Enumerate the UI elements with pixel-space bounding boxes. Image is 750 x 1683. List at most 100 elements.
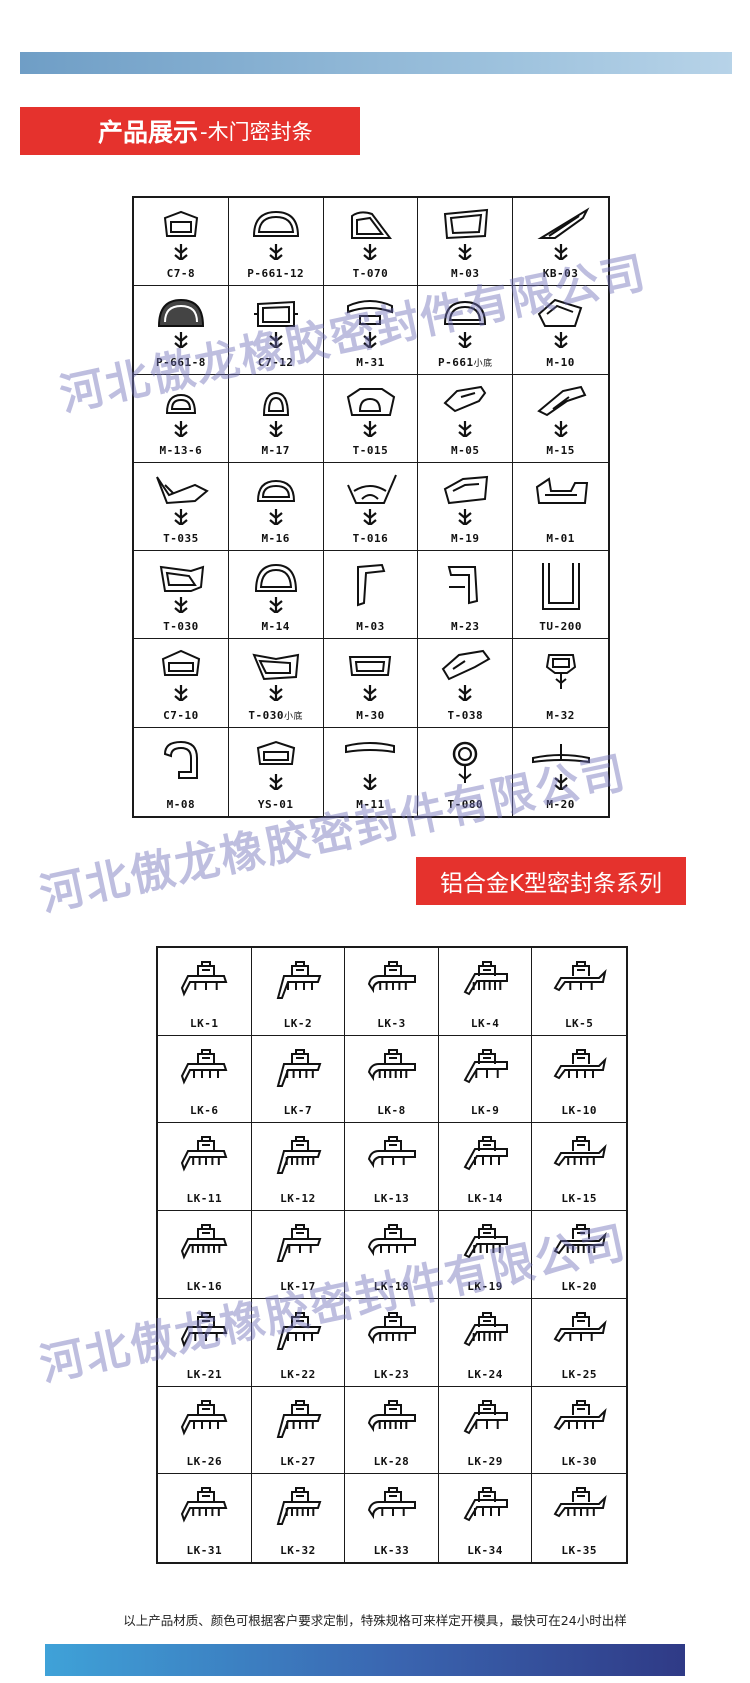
k-seal-label: LK-10 xyxy=(561,1104,597,1118)
k-seal-label: LK-1 xyxy=(190,1016,219,1030)
k-seal-cell: LK-5 xyxy=(532,948,626,1036)
wood-seal-label: M-20 xyxy=(546,797,575,811)
k-seal-cell: LK-22 xyxy=(251,1298,346,1387)
wood-seal-label: M-16 xyxy=(261,532,290,546)
wood-seal-profile-drawing xyxy=(347,387,396,437)
wood-seal-cell: M-19 xyxy=(418,462,514,552)
wood-seal-cell: M-31 xyxy=(323,286,419,375)
k-seal-label: LK-11 xyxy=(186,1192,223,1206)
k-seal-profile-drawing xyxy=(276,1311,322,1350)
k-seal-profile-drawing xyxy=(368,1136,417,1169)
k-seal-cell: LK-32 xyxy=(252,1474,346,1562)
k-seal-cell: LK-11 xyxy=(158,1123,252,1212)
k-seal-cell: LK-24 xyxy=(438,1298,533,1387)
wood-seal-label: T-035 xyxy=(163,532,199,546)
wood-seal-label: T-015 xyxy=(352,443,389,457)
k-seal-cell: LK-16 xyxy=(158,1211,252,1299)
wood-seal-profile-drawing xyxy=(159,565,205,614)
k-seal-label: LK-27 xyxy=(280,1455,316,1469)
k-seal-cell: LK-25 xyxy=(532,1299,626,1387)
k-seal-cell: LK-14 xyxy=(438,1123,533,1212)
k-seal-profile-drawing xyxy=(463,1136,509,1171)
wood-seal-profile-drawing xyxy=(535,477,588,504)
wood-seal-label: M-10 xyxy=(546,355,575,369)
bottom-decorative-bar xyxy=(45,1644,685,1676)
wood-seal-label: T-030小底 xyxy=(248,708,304,722)
wood-seal-cell: M-01 xyxy=(513,463,608,552)
wood-seal-profile-drawing xyxy=(163,740,198,779)
wood-seal-profile-drawing xyxy=(345,741,396,790)
wood-seal-cell: KB-03 xyxy=(513,198,608,287)
wood-seal-label: M-23 xyxy=(451,620,480,634)
k-seal-profile-drawing xyxy=(181,1048,228,1085)
k-seal-profile-drawing xyxy=(368,1311,417,1345)
wood-seal-label: T-030 xyxy=(163,620,199,634)
wood-seal-cell: M-03 xyxy=(418,198,514,287)
wood-seal-profile-drawing xyxy=(155,476,209,525)
k-seal-label: LK-22 xyxy=(280,1367,316,1381)
k-seal-label: LK-16 xyxy=(186,1279,223,1293)
wood-seal-profile-drawing xyxy=(252,210,299,260)
k-seal-profile-drawing xyxy=(368,1048,417,1082)
wood-seal-label: C7-12 xyxy=(257,355,294,369)
k-seal-label: LK-34 xyxy=(467,1544,503,1557)
k-seal-label: LK-31 xyxy=(186,1544,223,1557)
wood-seal-profile-drawing xyxy=(541,563,580,611)
k-seal-label: LK-6 xyxy=(190,1104,219,1118)
k-seal-cell: LK-20 xyxy=(532,1211,626,1299)
k-seal-profile-drawing xyxy=(276,1136,322,1175)
k-seal-label: LK-8 xyxy=(377,1104,406,1118)
wood-seal-cell: P-661-12 xyxy=(228,198,324,287)
wood-seal-label: TU-200 xyxy=(539,620,582,634)
k-seal-profile-drawing xyxy=(368,1487,417,1520)
wood-seal-profile-drawing xyxy=(448,566,479,605)
k-seal-label: LK-18 xyxy=(373,1279,410,1293)
wood-seal-cell: TU-200 xyxy=(513,551,608,640)
wood-seal-cell: M-13-6 xyxy=(134,374,229,463)
wood-seal-cell: M-32 xyxy=(513,639,608,728)
k-seal-label: LK-9 xyxy=(470,1104,500,1118)
wood-seal-label-note: 小底 xyxy=(284,711,304,722)
k-seal-profile-drawing xyxy=(181,1487,228,1523)
k-seal-label: LK-21 xyxy=(186,1367,223,1381)
k-seal-cell: LK-10 xyxy=(532,1036,626,1124)
k-seal-cell: LK-27 xyxy=(251,1386,346,1475)
wood-seal-label: KB-03 xyxy=(542,267,579,281)
k-seal-profile-drawing xyxy=(463,1487,509,1522)
k-seal-cell: LK-31 xyxy=(158,1474,252,1562)
wood-seal-label: M-13-6 xyxy=(159,443,203,457)
wood-seal-profile-drawing xyxy=(347,300,394,349)
k-seal-label: LK-32 xyxy=(280,1544,316,1557)
k-seal-cell: LK-21 xyxy=(158,1298,252,1387)
wood-seal-profile-drawing xyxy=(157,299,204,349)
wood-seal-cell: T-035 xyxy=(134,462,229,552)
wood-seal-cell: M-17 xyxy=(228,374,324,463)
wood-seal-label: M-19 xyxy=(451,532,480,546)
wood-seal-label: M-03 xyxy=(451,267,480,281)
wood-seal-profile-drawing xyxy=(254,564,297,614)
wood-seal-cell: M-10 xyxy=(513,286,608,375)
wood-seal-profile-drawing xyxy=(165,393,196,437)
k-seal-profile-drawing xyxy=(463,1224,509,1259)
wood-seal-label: M-08 xyxy=(166,797,196,811)
k-seal-cell: LK-26 xyxy=(158,1386,252,1475)
wood-seal-label-note: 小底 xyxy=(473,358,493,369)
k-seal-cell: LK-4 xyxy=(438,948,533,1036)
k-seal-profile-drawing xyxy=(276,961,322,999)
section-title-main: 产品展示 xyxy=(98,118,199,147)
k-seal-label: LK-24 xyxy=(467,1367,503,1381)
k-seal-label: LK-17 xyxy=(280,1279,316,1293)
wood-seal-cell: M-08 xyxy=(134,727,229,816)
wood-seal-cell: T-080 xyxy=(418,727,514,816)
k-seal-label: LK-15 xyxy=(561,1192,597,1206)
k-seal-profile-drawing xyxy=(276,1224,322,1263)
k-seal-label: LK-2 xyxy=(283,1016,313,1030)
k-seal-label: LK-12 xyxy=(280,1192,316,1206)
wood-seal-label: T-080 xyxy=(447,797,484,811)
wood-seal-cell: M-14 xyxy=(228,551,324,640)
wood-seal-profile-drawing xyxy=(536,385,587,437)
k-seal-cell: LK-30 xyxy=(532,1387,626,1475)
k-seal-label: LK-20 xyxy=(561,1279,597,1293)
wood-seal-profile-drawing xyxy=(443,385,487,437)
